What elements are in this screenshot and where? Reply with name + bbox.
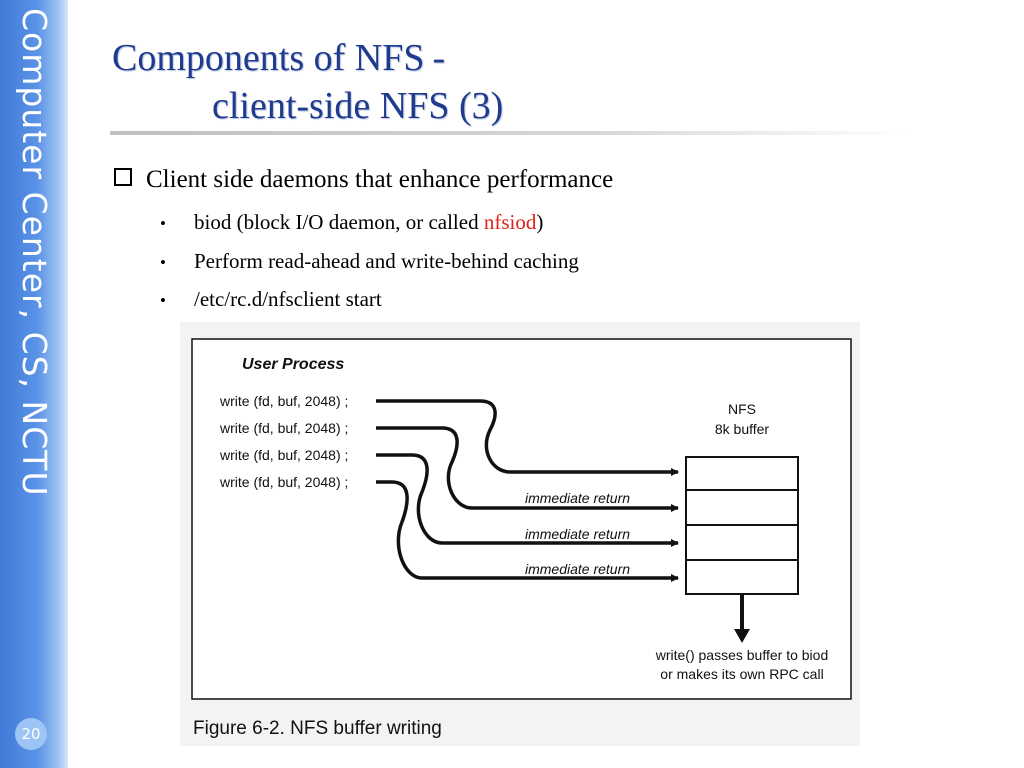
- sub-bullet-biod: • biod (block I/O daemon, or called nfsio…: [160, 208, 579, 247]
- flow-arrow-3: [376, 453, 679, 547]
- flow-arrow-2: [376, 426, 679, 512]
- nfsclient-text: /etc/rc.d/nfsclient start: [194, 287, 382, 311]
- title-line-1: Components of NFS: [112, 37, 425, 79]
- slide-title: Components of NFS- client-side NFS (3): [112, 34, 503, 130]
- sub-bullet-caching: • Perform read-ahead and write-behind cac…: [160, 247, 579, 286]
- write-call-3: write (fd, buf, 2048) ;: [219, 447, 348, 463]
- buffer-label-line-2: 8k buffer: [715, 421, 770, 437]
- checkbox-bullet-icon: [114, 168, 132, 186]
- main-bullet: Client side daemons that enhance perform…: [114, 166, 613, 194]
- bullet-dot-icon: •: [160, 214, 166, 233]
- nfs-buffer-figure: User Process write (fd, buf, 2048) ; wri…: [180, 322, 860, 746]
- buffer-label-line-1: NFS: [728, 401, 756, 417]
- immediate-return-1: immediate return: [525, 490, 630, 506]
- biod-suffix: ): [536, 210, 544, 234]
- write-call-4: write (fd, buf, 2048) ;: [219, 474, 348, 490]
- figure-svg: User Process write (fd, buf, 2048) ; wri…: [191, 338, 852, 739]
- write-call-1: write (fd, buf, 2048) ;: [219, 393, 348, 409]
- sidebar-title: Computer Center, CS, NCTU: [15, 8, 54, 497]
- bullet-dot-icon: •: [160, 291, 166, 310]
- figure-caption: Figure 6-2. NFS buffer writing: [193, 718, 442, 739]
- flow-arrow-1: [376, 399, 679, 476]
- immediate-return-2: immediate return: [525, 526, 630, 542]
- title-divider: [110, 131, 910, 135]
- main-bullet-text: Client side daemons that enhance perform…: [146, 166, 614, 193]
- sidebar: Computer Center, CS, NCTU 20: [0, 0, 68, 768]
- user-process-label: User Process: [242, 356, 344, 373]
- output-arrow-head-icon: [734, 629, 750, 643]
- title-line-2: client-side NFS (3): [212, 85, 504, 127]
- nfsiod-highlight: nfsiod: [483, 210, 537, 234]
- caching-text: Perform read-ahead and write-behind cach…: [194, 248, 579, 273]
- sub-bullet-nfsclient: • /etc/rc.d/nfsclient start: [160, 285, 579, 324]
- sub-bullet-list: • biod (block I/O daemon, or called nfsio…: [160, 208, 579, 324]
- title-dash: -: [432, 37, 446, 79]
- biod-prefix: biod (block I/O daemon, or called: [194, 210, 484, 234]
- write-call-2: write (fd, buf, 2048) ;: [219, 420, 348, 436]
- write-flow-arrows: [376, 399, 679, 582]
- output-note-line-2: or makes its own RPC call: [660, 666, 823, 682]
- flow-arrow-4: [376, 480, 679, 582]
- bullet-dot-icon: •: [160, 252, 166, 272]
- immediate-return-3: immediate return: [525, 561, 630, 577]
- output-note-line-1: write() passes buffer to biod: [655, 647, 829, 663]
- page-number-badge: 20: [15, 718, 47, 750]
